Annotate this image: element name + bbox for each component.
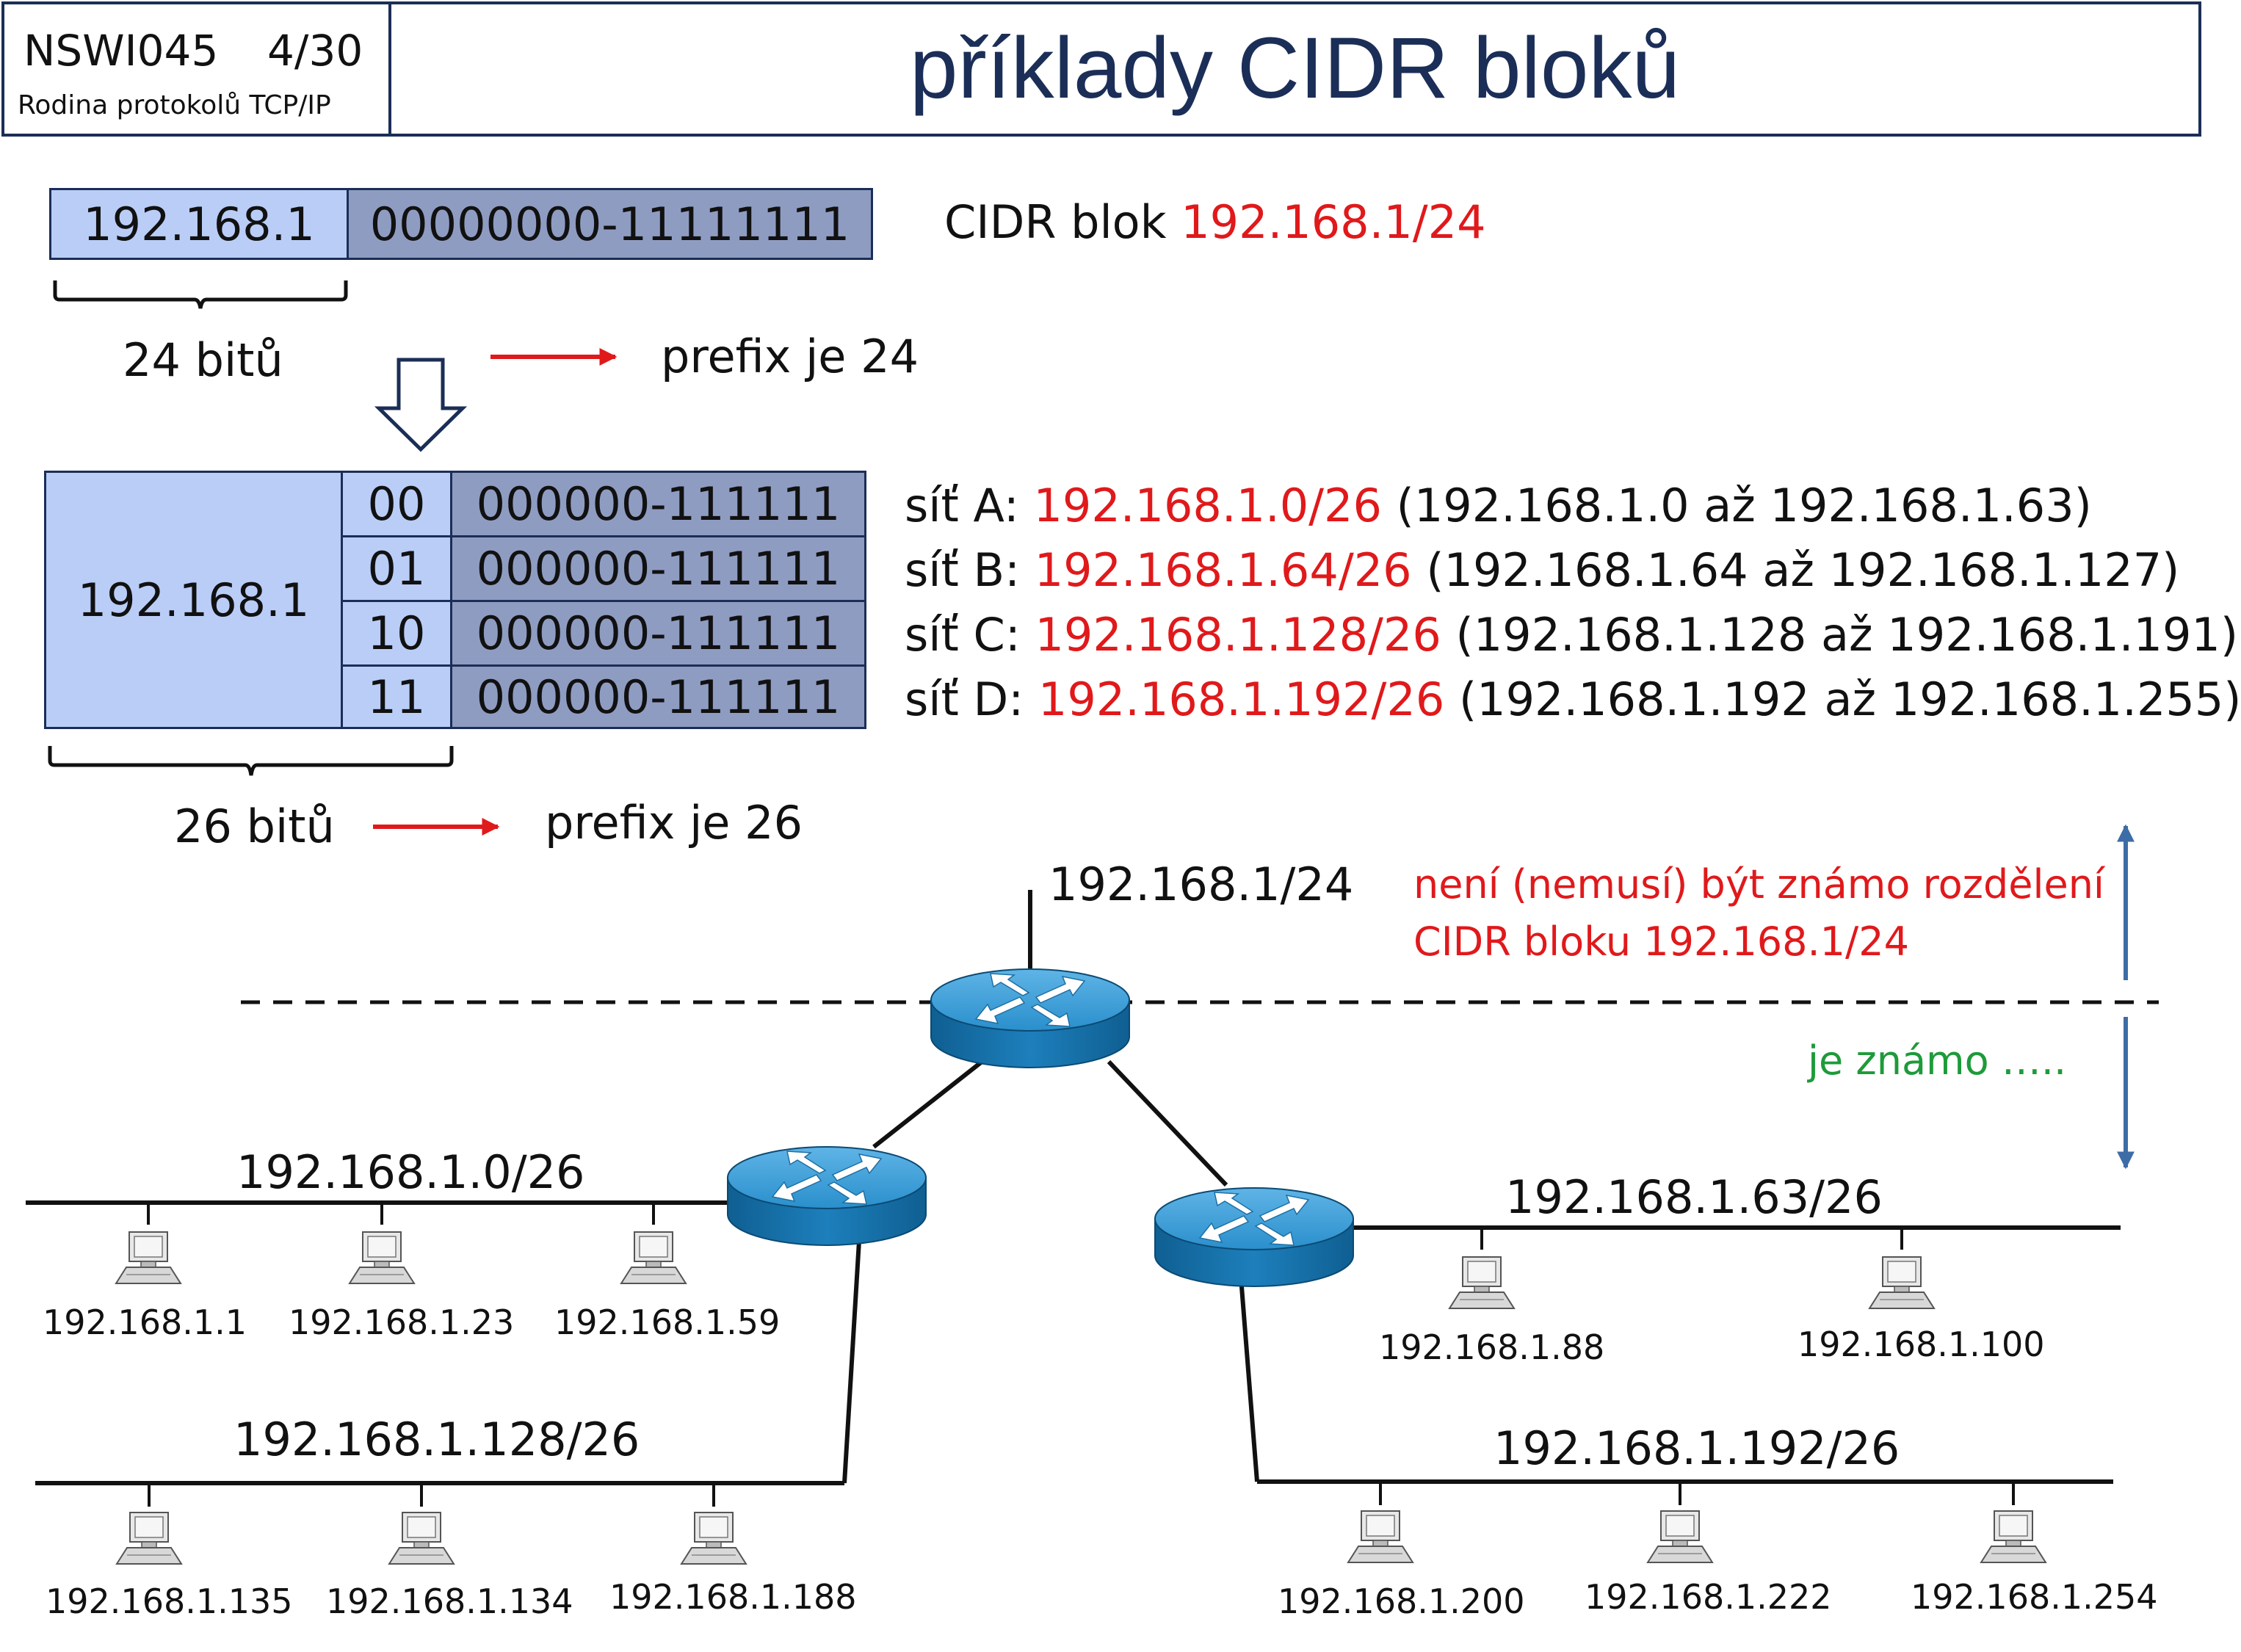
subnet-c: síť C: 192.168.1.128/26 (192.168.1.128 a… <box>905 612 2238 658</box>
subnet-b-cidr: 192.168.1.64/26 <box>1034 543 1412 597</box>
host-label: 192.168.1.88 <box>1379 1327 1605 1367</box>
block24-bits-label: 24 bitů <box>123 333 283 387</box>
block24-prefix-cell: 192.168.1 <box>49 188 349 260</box>
host-pc-icon <box>1347 1510 1413 1563</box>
link-right-to-d <box>1239 1277 1259 1482</box>
subnet-b-label: síť B: <box>905 543 1035 597</box>
block24-caption-value: 192.168.1/24 <box>1181 195 1486 249</box>
subnet-d-range: (192.168.1.192 až 192.168.1.255) <box>1444 673 2241 726</box>
subnet-b: síť B: 192.168.1.64/26 (192.168.1.64 až … <box>905 548 2179 593</box>
block24-caption-label: CIDR blok <box>944 195 1181 249</box>
host-pc-icon <box>1869 1256 1935 1309</box>
host-label: 192.168.1.222 <box>1585 1577 1832 1617</box>
host-label: 192.168.1.1 <box>43 1303 247 1342</box>
host-pc-icon <box>116 1512 182 1565</box>
brace-24-bits <box>53 280 348 309</box>
host-label: 192.168.1.135 <box>46 1582 293 1621</box>
host-pc-icon <box>388 1512 455 1565</box>
subnet-d-label: síť D: <box>905 673 1038 726</box>
page-title: příklady CIDR bloků <box>909 20 1681 117</box>
uplink-label: 192.168.1/24 <box>1049 858 1354 911</box>
subnet-b-range: (192.168.1.64 až 192.168.1.127) <box>1411 543 2180 597</box>
subnet-a-range: (192.168.1.0 až 192.168.1.63) <box>1381 479 2092 532</box>
header-info-box: NSWI045 4/30 Rodina protokolů TCP/IP <box>1 1 391 137</box>
unknown-note-line1: není (nemusí) být známo rozdělení <box>1413 861 2104 907</box>
host-pc-icon <box>620 1231 687 1284</box>
subnet-a: síť A: 192.168.1.0/26 (192.168.1.0 až 19… <box>905 483 2092 529</box>
block24-caption: CIDR blok 192.168.1/24 <box>944 200 1486 245</box>
host-pc-icon <box>1980 1510 2046 1563</box>
host-pc-icon <box>1647 1510 1713 1563</box>
host-label: 192.168.1.200 <box>1278 1582 1525 1621</box>
host-label: 192.168.1.100 <box>1797 1325 2045 1364</box>
left-router-icon <box>727 1146 927 1246</box>
right-router-icon <box>1154 1187 1354 1287</box>
segment-b-label: 192.168.1.63/26 <box>1505 1170 1883 1224</box>
host-label: 192.168.1.59 <box>554 1303 781 1342</box>
core-router-icon <box>930 968 1130 1068</box>
known-note: je známo ….. <box>1808 1037 2067 1084</box>
course-code: NSWI045 <box>23 26 219 76</box>
host-label: 192.168.1.254 <box>1911 1577 2158 1617</box>
subnet-c-label: síť C: <box>905 608 1035 662</box>
block26-hosts-11: 000000-111111 <box>450 664 866 729</box>
subnet-c-range: (192.168.1.128 až 192.168.1.191) <box>1441 608 2239 662</box>
link-left-to-c <box>842 1240 861 1484</box>
subnet-a-label: síť A: <box>905 479 1034 532</box>
host-pc-icon <box>349 1231 415 1284</box>
host-pc-icon <box>115 1231 181 1284</box>
host-label: 192.168.1.188 <box>609 1577 857 1617</box>
brace-26-bits <box>48 746 454 776</box>
host-pc-icon <box>1449 1256 1515 1309</box>
block26-hosts-10: 000000-111111 <box>450 600 866 667</box>
segment-a-label: 192.168.1.0/26 <box>236 1145 585 1199</box>
host-label: 192.168.1.134 <box>326 1582 573 1621</box>
block26-bits-01: 01 <box>341 535 452 602</box>
header-title-box: příklady CIDR bloků <box>391 1 2201 137</box>
segment-d-label: 192.168.1.192/26 <box>1494 1421 1900 1475</box>
link-core-right <box>1107 1059 1228 1187</box>
block24-prefix-text: prefix je 24 <box>661 330 919 383</box>
host-pc-icon <box>681 1512 747 1565</box>
link-core-left <box>872 1052 993 1149</box>
block26-bits-10: 10 <box>341 600 452 667</box>
host-label: 192.168.1.23 <box>289 1303 515 1342</box>
block26-bits-11: 11 <box>341 664 452 729</box>
block26-bits-label: 26 bitů <box>174 800 335 853</box>
block26-prefix-text: prefix je 26 <box>545 796 803 849</box>
subnet-d: síť D: 192.168.1.192/26 (192.168.1.192 a… <box>905 677 2241 722</box>
down-arrow-icon <box>374 358 468 452</box>
subnet-a-cidr: 192.168.1.0/26 <box>1033 479 1382 532</box>
block26-hosts-00: 000000-111111 <box>450 471 866 537</box>
block24-host-cell: 00000000-11111111 <box>347 188 873 260</box>
course-subtitle: Rodina protokolů TCP/IP <box>18 90 331 120</box>
subnet-d-cidr: 192.168.1.192/26 <box>1038 673 1445 726</box>
segment-c-label: 192.168.1.128/26 <box>233 1413 640 1466</box>
unknown-note-line2: CIDR bloku 192.168.1/24 <box>1413 919 1909 965</box>
slide-number: 4/30 <box>267 26 363 76</box>
block26-prefix-cell: 192.168.1 <box>44 471 343 729</box>
subnet-c-cidr: 192.168.1.128/26 <box>1035 608 1441 662</box>
